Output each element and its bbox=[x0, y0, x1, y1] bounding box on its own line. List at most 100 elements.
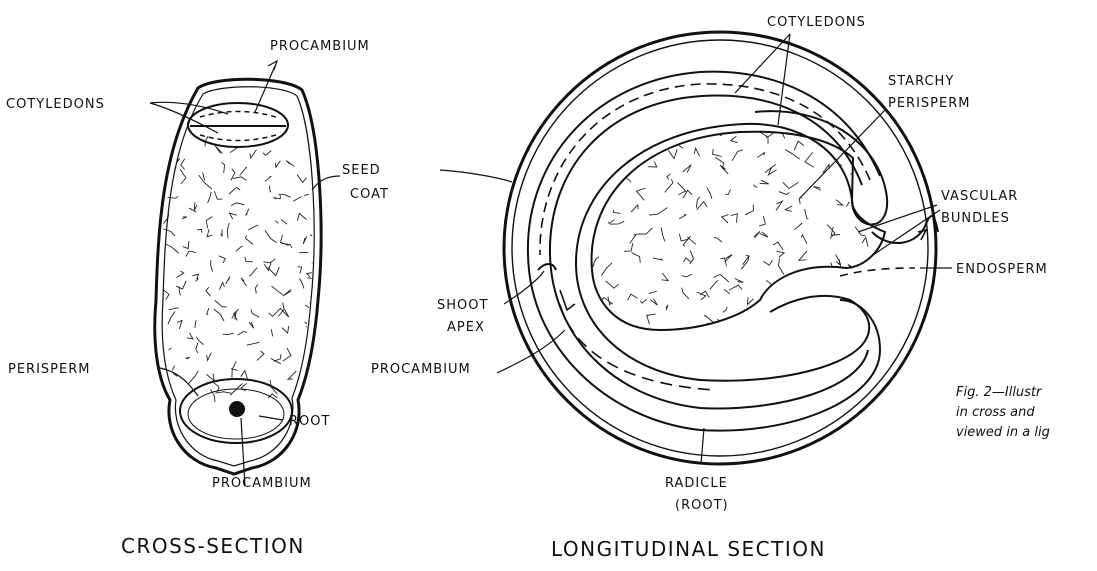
perisperm-cell-wall bbox=[873, 312, 878, 313]
perisperm-cell-wall bbox=[747, 297, 753, 304]
perisperm-cell-wall bbox=[203, 172, 205, 180]
perisperm-cell-wall bbox=[219, 283, 224, 290]
perisperm-cell-wall bbox=[827, 225, 835, 239]
perisperm-cell-wall bbox=[241, 371, 248, 379]
perisperm-cell-wall bbox=[229, 188, 240, 195]
perisperm-cell-wall bbox=[745, 205, 753, 215]
perisperm-cell-wall bbox=[195, 320, 196, 327]
perisperm-cell-wall bbox=[640, 299, 646, 303]
perisperm-cell-wall bbox=[779, 192, 790, 195]
perisperm-cell-wall bbox=[303, 236, 306, 244]
perisperm-cell-wall bbox=[282, 244, 292, 249]
cross-cotyledon-procambium-upper bbox=[200, 112, 276, 118]
perisperm-cell-wall bbox=[631, 205, 638, 212]
perisperm-cell-wall bbox=[662, 131, 671, 139]
perisperm-cell-wall bbox=[798, 320, 807, 328]
perisperm-cell-wall bbox=[833, 286, 842, 288]
perisperm-cell-wall bbox=[683, 165, 691, 173]
perisperm-cell-wall bbox=[805, 209, 809, 219]
perisperm-cell-wall bbox=[678, 183, 686, 195]
perisperm-cell-wall bbox=[199, 175, 212, 189]
perisperm-cell-wall bbox=[230, 213, 237, 219]
label-long-vascular: VASCULAR bbox=[941, 189, 1018, 204]
perisperm-cell-wall bbox=[630, 235, 637, 244]
perisperm-cell-wall bbox=[186, 251, 196, 256]
perisperm-cell-wall bbox=[230, 147, 238, 152]
perisperm-cell-wall bbox=[819, 286, 837, 294]
perisperm-cell-wall bbox=[222, 162, 225, 173]
perisperm-cell-wall bbox=[773, 242, 783, 250]
perisperm-cell-wall bbox=[649, 291, 657, 294]
label-cross-seed: SEED bbox=[342, 163, 381, 178]
perisperm-cell-wall bbox=[817, 309, 825, 314]
perisperm-cell-wall bbox=[714, 237, 722, 242]
perisperm-cell-wall bbox=[196, 343, 198, 353]
perisperm-cell-wall bbox=[169, 308, 179, 310]
perisperm-cell-wall bbox=[264, 262, 271, 270]
perisperm-cell-wall bbox=[722, 215, 729, 224]
perisperm-cell-wall bbox=[682, 274, 693, 277]
caption-line-3: viewed in a lig bbox=[956, 425, 1050, 440]
perisperm-cell-wall bbox=[812, 131, 821, 135]
perisperm-cell-wall bbox=[250, 150, 257, 158]
perisperm-cell-wall bbox=[860, 318, 866, 326]
perisperm-cell-wall bbox=[211, 260, 213, 271]
perisperm-cell-wall bbox=[320, 300, 327, 311]
perisperm-cell-wall bbox=[697, 202, 707, 210]
perisperm-cell-wall bbox=[227, 223, 229, 238]
perisperm-cell-wall bbox=[732, 150, 743, 161]
perisperm-cell-wall bbox=[785, 206, 792, 212]
cross-root-procambium-dot bbox=[229, 401, 245, 417]
perisperm-cell-wall bbox=[788, 324, 805, 336]
perisperm-cell-wall bbox=[161, 150, 169, 154]
perisperm-cell-wall bbox=[846, 203, 849, 207]
perisperm-cell-wall bbox=[723, 307, 727, 313]
label-long-radicle: RADICLE bbox=[665, 476, 728, 491]
perisperm-cell-wall bbox=[236, 246, 243, 251]
caption-line-2: in cross and bbox=[956, 405, 1035, 420]
perisperm-cell-wall bbox=[298, 267, 302, 274]
perisperm-cell-wall bbox=[757, 153, 764, 158]
perisperm-cell-wall bbox=[763, 260, 772, 265]
perisperm-cell-wall bbox=[221, 230, 222, 237]
perisperm-cell-wall bbox=[784, 283, 793, 293]
perisperm-cell-wall bbox=[704, 316, 714, 323]
label-long-cotyledons: COTYLEDONS bbox=[767, 15, 866, 30]
perisperm-cell-wall bbox=[623, 134, 630, 150]
perisperm-cell-wall bbox=[735, 279, 744, 283]
perisperm-cell-wall bbox=[281, 194, 291, 197]
perisperm-cell-wall bbox=[836, 200, 843, 206]
perisperm-cell-wall bbox=[683, 236, 690, 246]
label-cross-coat: COAT bbox=[350, 187, 389, 202]
label-cross-cotyledons: COTYLEDONS bbox=[6, 97, 105, 112]
perisperm-cell-wall bbox=[877, 256, 884, 262]
perisperm-cell-wall bbox=[632, 253, 641, 263]
perisperm-cell-wall bbox=[245, 235, 253, 244]
perisperm-cell-wall bbox=[240, 167, 247, 175]
perisperm-cell-wall bbox=[207, 373, 215, 380]
perisperm-cell-wall bbox=[891, 220, 899, 235]
perisperm-cell-wall bbox=[180, 169, 186, 184]
perisperm-cell-wall bbox=[776, 201, 783, 210]
perisperm-cell-wall bbox=[783, 182, 799, 188]
perisperm-cell-wall bbox=[609, 220, 614, 224]
perisperm-cell-wall bbox=[707, 188, 712, 199]
perisperm-cell-wall bbox=[281, 309, 289, 317]
perisperm-cell-wall bbox=[629, 329, 637, 334]
perisperm-cell-wall bbox=[197, 229, 202, 232]
perisperm-cell-wall bbox=[710, 281, 719, 290]
perisperm-cell-wall bbox=[697, 292, 706, 300]
long-procambium-dashed-outer bbox=[540, 84, 870, 255]
perisperm-cell-wall bbox=[794, 141, 804, 150]
perisperm-cell-wall bbox=[248, 225, 258, 230]
perisperm-cell-wall bbox=[594, 257, 600, 264]
perisperm-cell-wall bbox=[886, 143, 899, 149]
perisperm-cell-wall bbox=[731, 214, 738, 223]
perisperm-cell-wall bbox=[593, 203, 597, 207]
perisperm-cell-wall bbox=[257, 351, 264, 361]
perisperm-cell-wall bbox=[754, 184, 758, 187]
perisperm-cell-wall bbox=[624, 243, 633, 251]
perisperm-cell-wall bbox=[731, 136, 738, 143]
perisperm-cell-wall bbox=[168, 311, 175, 324]
